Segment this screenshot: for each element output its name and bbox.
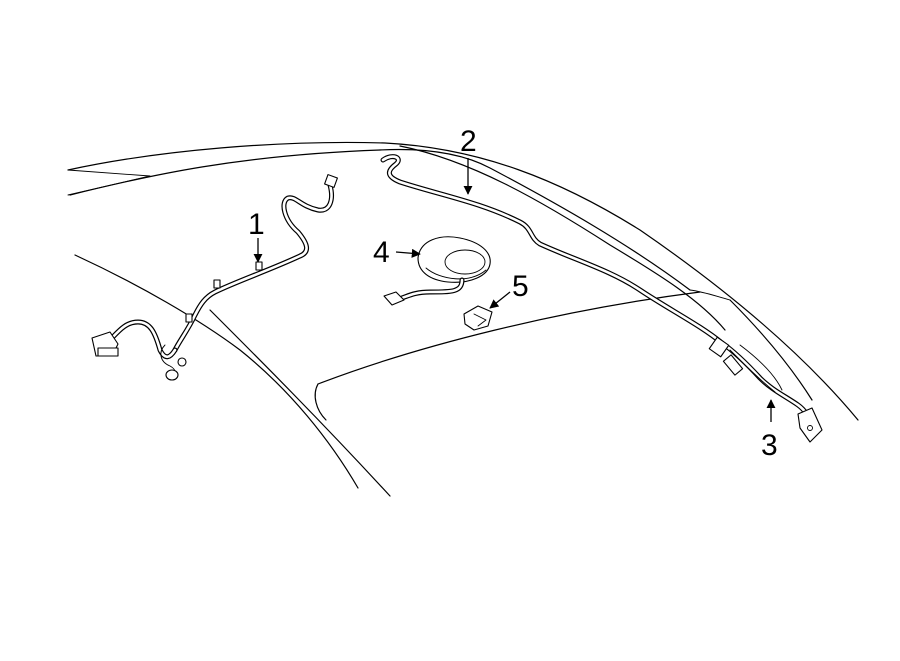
antenna-cable-roof	[380, 154, 725, 346]
roof-antenna	[383, 236, 491, 306]
callout-3-label: 3	[761, 429, 778, 462]
callout-5-label: 5	[512, 270, 529, 303]
callout-2-label: 2	[460, 125, 477, 158]
callout-5-leader	[489, 291, 511, 309]
callout-4-label: 4	[373, 236, 390, 269]
antenna-pad	[463, 305, 493, 331]
roof-outline	[67, 141, 859, 497]
antenna-cable-right	[708, 336, 823, 443]
callout-4-leader	[395, 248, 421, 258]
callout-1-label: 1	[248, 208, 265, 241]
antenna-cable-harness-left	[91, 174, 338, 381]
